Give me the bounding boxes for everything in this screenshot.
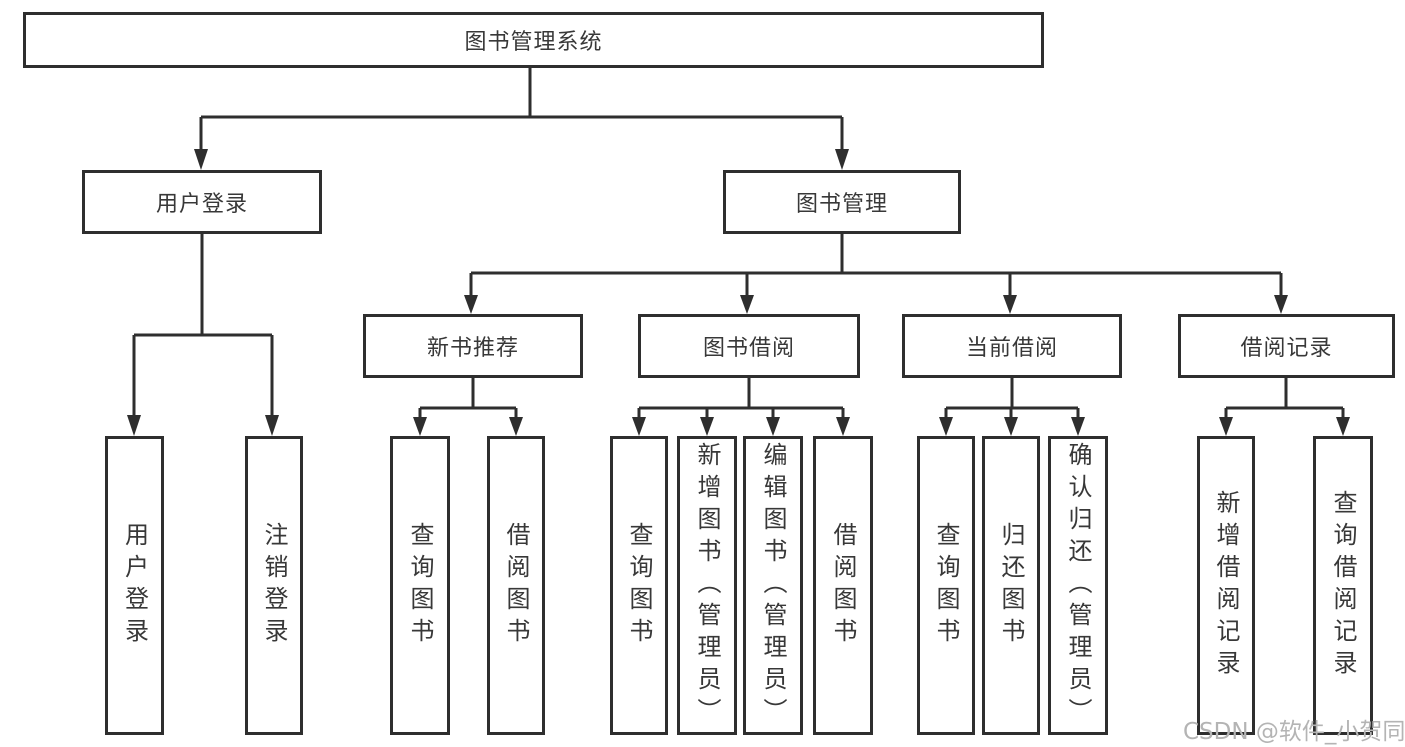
- leaf-edit-books-admin-label: 编辑图书（管理员）: [759, 441, 787, 730]
- leaf-logout: 注销登录: [245, 436, 303, 735]
- connector-book-management-to-level3: [464, 233, 1288, 314]
- leaf-query-books-3-label: 查询图书: [932, 521, 960, 650]
- connector-current-borrowing-to-leaves: [939, 377, 1085, 436]
- node-book-management: 图书管理: [723, 170, 961, 234]
- leaf-confirm-return-admin: 确认归还（管理员）: [1048, 436, 1108, 735]
- leaf-borrow-books-1-label: 借阅图书: [502, 521, 530, 650]
- connector-user-login-to-leaves: [127, 233, 279, 436]
- node-new-book-recommend-label: 新书推荐: [426, 336, 519, 361]
- leaf-borrow-books-2: 借阅图书: [813, 436, 873, 735]
- leaf-query-books-2: 查询图书: [610, 436, 668, 735]
- connector-borrow-records-to-leaves: [1219, 377, 1350, 436]
- leaf-add-borrow-record: 新增借阅记录: [1197, 436, 1255, 735]
- node-current-borrowing-label: 当前借阅: [965, 336, 1058, 361]
- connector-new-book-recommend-to-leaves: [413, 377, 523, 436]
- node-borrow-records: 借阅记录: [1178, 314, 1395, 378]
- leaf-query-books-1-label: 查询图书: [406, 521, 434, 650]
- node-book-borrowing: 图书借阅: [638, 314, 860, 378]
- leaf-borrow-books-2-label: 借阅图书: [829, 521, 857, 650]
- leaf-add-books-admin-label: 新增图书（管理员）: [693, 441, 721, 730]
- leaf-add-books-admin: 新增图书（管理员）: [677, 436, 737, 735]
- leaf-borrow-books-1: 借阅图书: [487, 436, 545, 735]
- node-book-borrowing-label: 图书借阅: [702, 336, 795, 361]
- leaf-confirm-return-admin-label: 确认归还（管理员）: [1064, 441, 1092, 730]
- leaf-edit-books-admin: 编辑图书（管理员）: [743, 436, 803, 735]
- node-borrow-records-label: 借阅记录: [1240, 336, 1333, 361]
- leaf-logout-label: 注销登录: [260, 521, 288, 650]
- leaf-return-books-label: 归还图书: [997, 521, 1025, 650]
- leaf-query-borrow-record: 查询借阅记录: [1313, 436, 1373, 735]
- leaf-return-books: 归还图书: [982, 436, 1040, 735]
- leaf-query-books-2-label: 查询图书: [625, 521, 653, 650]
- connector-root-to-level2: [194, 68, 849, 170]
- leaf-query-books-3: 查询图书: [917, 436, 975, 735]
- node-current-borrowing: 当前借阅: [902, 314, 1122, 378]
- csdn-watermark: CSDN @软件_小贺同学: [1183, 719, 1405, 745]
- leaf-query-borrow-record-label: 查询借阅记录: [1329, 489, 1357, 682]
- connector-book-borrowing-to-leaves: [632, 377, 850, 436]
- leaf-query-books-1: 查询图书: [390, 436, 450, 735]
- node-new-book-recommend: 新书推荐: [363, 314, 583, 378]
- leaf-user-login-label: 用户登录: [120, 521, 149, 650]
- node-root-label: 图书管理系统: [464, 30, 603, 55]
- leaf-add-borrow-record-label: 新增借阅记录: [1212, 489, 1240, 682]
- node-book-management-label: 图书管理: [795, 192, 888, 217]
- leaf-user-login: 用户登录: [105, 436, 164, 735]
- node-user-login-label: 用户登录: [155, 192, 248, 217]
- node-root: 图书管理系统: [23, 12, 1044, 68]
- node-user-login: 用户登录: [82, 170, 322, 234]
